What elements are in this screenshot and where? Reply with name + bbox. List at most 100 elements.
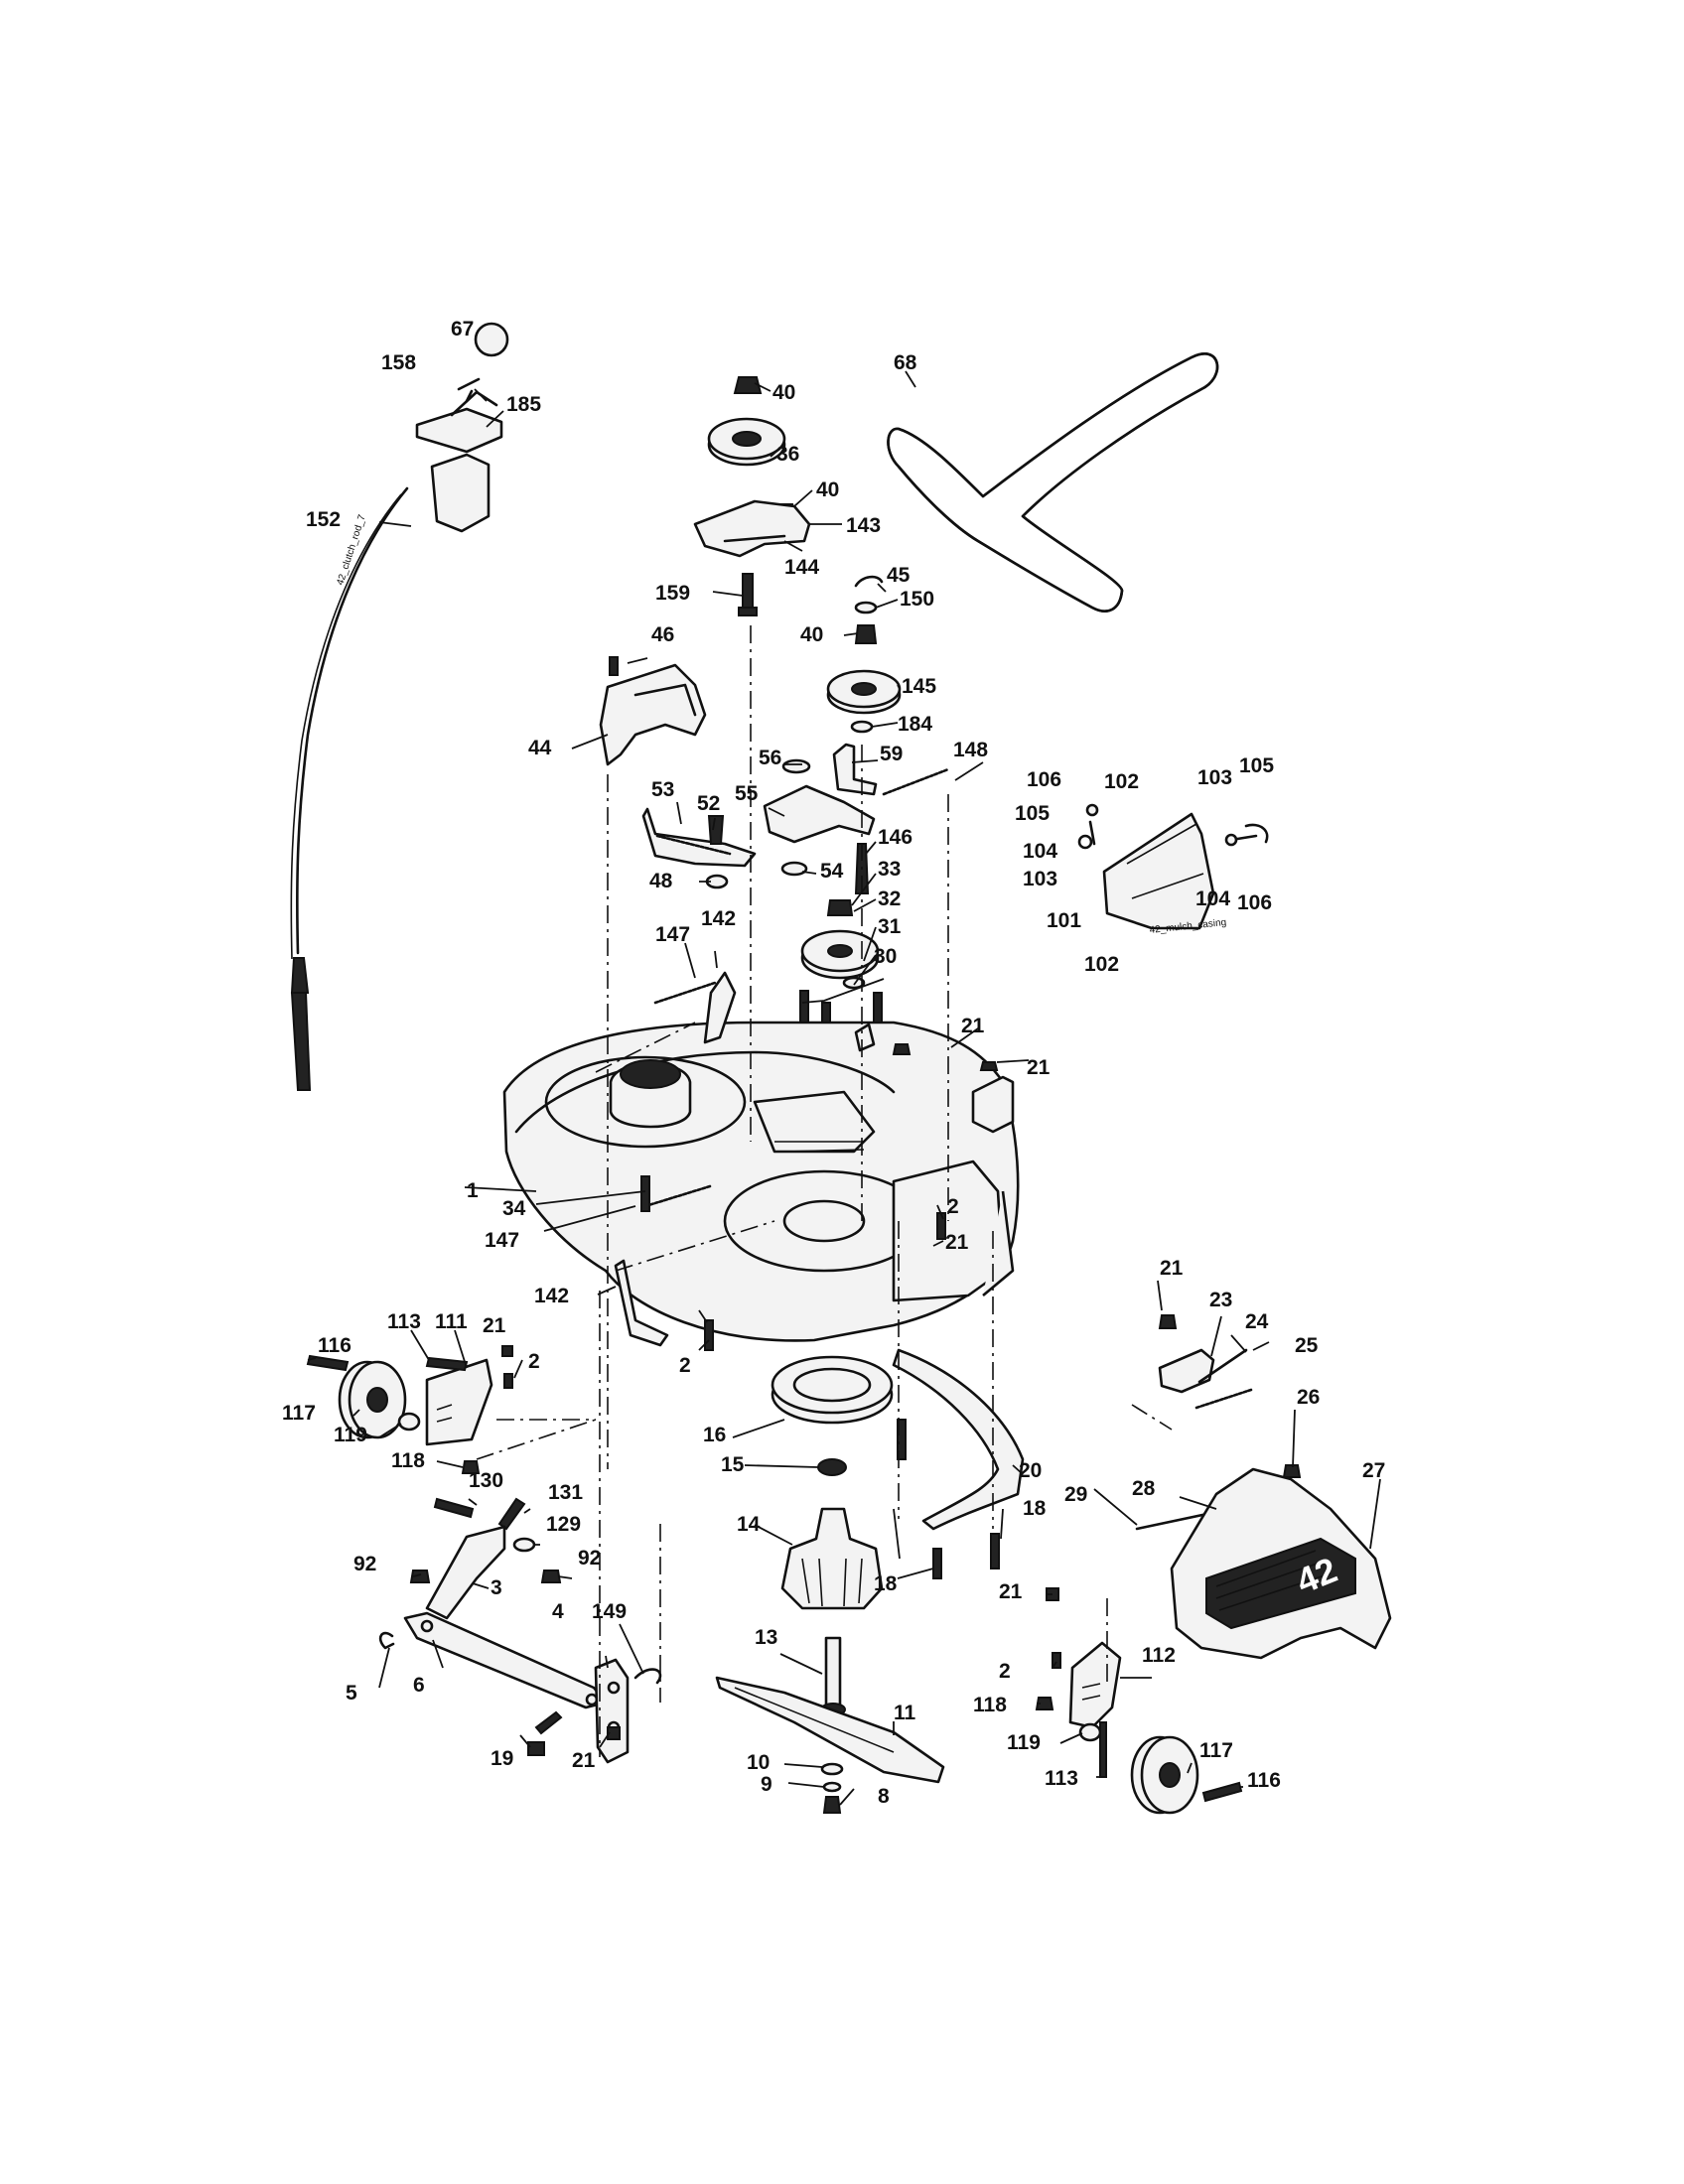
callout-10: 10 (747, 1751, 770, 1774)
callout-30: 30 (874, 945, 897, 968)
callout-3: 3 (491, 1576, 502, 1599)
cable-end-spring (290, 957, 312, 1091)
callout-53: 53 (651, 778, 674, 801)
callout-33: 33 (878, 858, 901, 881)
callout-142-a: 142 (701, 907, 736, 930)
callout-2-c: 2 (528, 1350, 540, 1373)
callout-150: 150 (900, 588, 934, 611)
nut-21-left (501, 1345, 513, 1357)
nut-21-top (892, 1043, 912, 1055)
clutch-bracket-185 (415, 407, 503, 533)
washer-10 (820, 1762, 844, 1776)
bolt-113-right (1099, 1721, 1107, 1778)
bolt-19 (527, 1710, 563, 1756)
belt-guard-44 (599, 656, 707, 766)
washer-150 (854, 601, 878, 614)
callout-117-b: 117 (1199, 1739, 1233, 1762)
washer-129 (512, 1537, 536, 1553)
nut-118-left (461, 1460, 481, 1474)
callout-146: 146 (878, 826, 912, 849)
callout-59: 59 (880, 743, 903, 765)
callout-27: 27 (1362, 1459, 1385, 1482)
callout-101: 101 (1047, 909, 1081, 932)
callout-labels: 67 158 185 152 40 36 40 143 144 159 68 4… (282, 318, 1385, 1808)
callout-21-b: 21 (1027, 1056, 1051, 1079)
pin-149 (633, 1668, 662, 1685)
callout-36: 36 (776, 443, 799, 466)
spring-25 (1194, 1388, 1253, 1410)
callout-13: 13 (755, 1626, 777, 1649)
spring-53 (641, 807, 757, 868)
right-gauge-wheel-assembly (1035, 1587, 1243, 1815)
nut-92-right (540, 1570, 562, 1583)
callout-18-a: 18 (1023, 1497, 1047, 1520)
bracket-59 (832, 743, 878, 796)
bolt-113-left (425, 1356, 469, 1372)
right-upper-bracket (854, 1023, 1015, 1134)
mulch-plate-101 (1102, 812, 1215, 930)
idler-arm-144 (723, 534, 786, 543)
callout-21-d: 21 (1160, 1257, 1184, 1280)
screw-46 (609, 656, 619, 676)
bolt-159 (738, 573, 758, 616)
callout-113-a: 113 (387, 1310, 421, 1333)
callout-119-b: 119 (1007, 1731, 1041, 1754)
callout-2-b: 2 (679, 1354, 691, 1377)
callout-21-a: 21 (961, 1015, 985, 1037)
callout-67: 67 (451, 318, 474, 341)
deflector-assembly: 42 (1135, 1314, 1392, 1660)
washer-9 (822, 1781, 842, 1793)
bolt-116-right (1201, 1781, 1243, 1803)
callout-40-c: 40 (800, 623, 823, 646)
spring-148 (882, 767, 950, 796)
bolt-18-left (897, 1419, 907, 1460)
callout-40-a: 40 (772, 381, 795, 404)
callout-143: 143 (846, 514, 881, 537)
callout-9: 9 (761, 1773, 772, 1796)
deck-opening-left (544, 1055, 747, 1149)
callout-116-b: 116 (1247, 1769, 1281, 1792)
nut-21-right (979, 1061, 999, 1071)
nut-33 (826, 899, 854, 916)
callout-44: 44 (528, 737, 552, 759)
nut-118-right (1035, 1697, 1054, 1710)
callout-104-a: 104 (1023, 840, 1057, 863)
mulch-plate-assembly: 42_mulch_casing (1077, 803, 1269, 936)
callout-25: 25 (1295, 1334, 1319, 1357)
callout-130: 130 (469, 1469, 503, 1492)
link-6 (403, 1611, 608, 1709)
callout-6: 6 (413, 1674, 425, 1697)
bracket-111 (425, 1358, 493, 1446)
callout-15: 15 (721, 1453, 745, 1476)
callout-131: 131 (548, 1481, 583, 1504)
callout-102-a: 102 (1104, 770, 1139, 793)
callout-149: 149 (592, 1600, 627, 1623)
bolt-131 (497, 1497, 526, 1531)
bracket-21-left (854, 1023, 876, 1052)
callout-92-b: 92 (578, 1547, 601, 1570)
callout-16: 16 (703, 1424, 726, 1446)
idler-arm-55 (763, 784, 876, 844)
callout-118-a: 118 (391, 1449, 425, 1472)
bolt-105-left (1088, 820, 1096, 846)
callout-8: 8 (878, 1785, 890, 1808)
idler-bracket-assembly (641, 743, 950, 894)
bolt-2-center (936, 1212, 946, 1240)
callout-103-b: 103 (1023, 868, 1057, 890)
callout-111: 111 (435, 1310, 468, 1333)
callout-118-b: 118 (973, 1694, 1007, 1716)
bolt-52 (707, 815, 725, 845)
bolt-2-left (704, 1319, 714, 1351)
callout-2-a: 2 (947, 1195, 959, 1218)
alignment-lines (476, 625, 1173, 1757)
callout-52: 52 (697, 792, 720, 815)
callout-45: 45 (887, 564, 911, 587)
callout-105-b: 105 (1015, 802, 1050, 825)
callout-106-b: 106 (1237, 891, 1272, 914)
callout-152: 152 (306, 508, 341, 531)
callout-102-b: 102 (1084, 953, 1119, 976)
nut-21-deflector (1158, 1314, 1178, 1329)
callout-31: 31 (878, 915, 902, 938)
callout-34: 34 (502, 1197, 526, 1220)
